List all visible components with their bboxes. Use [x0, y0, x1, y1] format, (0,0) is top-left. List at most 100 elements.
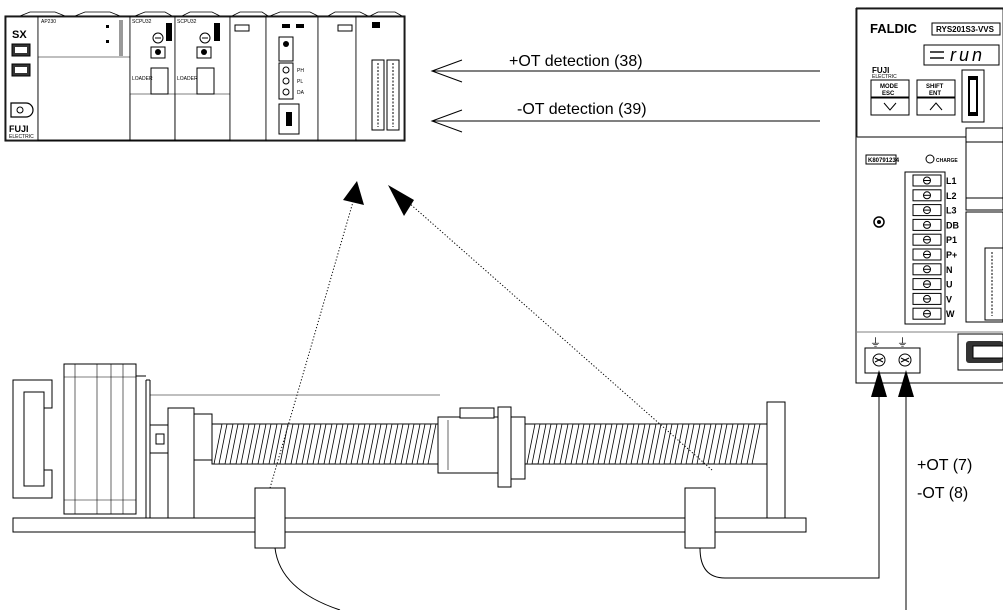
plc-power-model-label: AP230: [41, 19, 56, 25]
plc-blank-module-2: [317, 16, 357, 141]
screw-thread: [625, 423, 640, 465]
plc-power-module: SX FUJI ELECTRIC: [5, 16, 39, 141]
screw-thread: [246, 423, 261, 465]
screw-thread: [735, 423, 750, 465]
terminal-label: L3: [946, 206, 957, 216]
up-button[interactable]: [916, 97, 956, 116]
servo-model-label: RYS201S3-VVS: [936, 25, 995, 34]
terminal-label: P1: [946, 235, 957, 245]
ground-icon: ⏚: [870, 336, 881, 349]
screw-thread: [548, 423, 563, 465]
terminal-l3: L3: [912, 204, 957, 217]
terminal-db: DB: [912, 218, 959, 231]
servo-display-text: run: [950, 45, 985, 65]
ground-icon: ⏚: [897, 336, 908, 349]
terminal-w: W: [912, 307, 955, 320]
screw-thread: [411, 423, 426, 465]
screw-thread: [422, 423, 437, 465]
terminal-pplus: P+: [912, 248, 957, 261]
screw-thread: [345, 423, 360, 465]
terminal-label: W: [946, 309, 955, 319]
arrow-up-icon: [898, 370, 914, 397]
plc-blank-module: [229, 16, 267, 141]
servo-display: [923, 44, 1000, 66]
screw-thread: [279, 423, 294, 465]
screw-thread: [301, 423, 316, 465]
mode-esc-button[interactable]: MODE ESC: [870, 79, 910, 98]
screw-thread: [658, 423, 673, 465]
svg-text:ESC: ESC: [882, 91, 895, 97]
arrow-up-icon: [871, 370, 887, 397]
sensor-wires: +OT (7) -OT (8): [274, 370, 972, 610]
plus-ot-input-label: +OT (7): [917, 457, 972, 474]
screw-thread: [537, 423, 552, 465]
plc-brand-label: SX: [12, 29, 27, 41]
minus-ot-detection-signal: -OT detection (39): [430, 101, 820, 133]
screw-thread: [367, 423, 382, 465]
screw-thread: [526, 423, 541, 465]
plc-connector-module: [355, 16, 405, 141]
servo-charge-label: CHARGE: [936, 158, 958, 164]
minus-ot-limit-sensor: [254, 487, 286, 549]
charge-led-icon: [925, 154, 935, 164]
terminal-l2: L2: [912, 189, 957, 202]
down-button[interactable]: [870, 97, 910, 116]
terminal-label: L1: [946, 176, 957, 186]
linear-stage: [12, 363, 807, 549]
servo-maker-label: FUJI: [872, 66, 889, 75]
servo-motor: [12, 363, 146, 515]
detection-dotted-arrows: [269, 181, 713, 489]
cn-connector: [984, 247, 1003, 321]
plc-cpu2-model-label: SCPU32: [177, 19, 197, 25]
cpu2-loader-label: LOADER: [177, 76, 198, 82]
screw-thread: [378, 423, 393, 465]
bearing-block-right: [766, 401, 786, 519]
terminal-v: V: [912, 292, 952, 305]
plc-io-module: PH PL DA: [265, 16, 319, 141]
terminal-l1: L1: [912, 174, 957, 187]
servo-maker-sub-label: ELECTRIC: [872, 74, 897, 80]
screw-thread: [713, 423, 728, 465]
screw-thread: [592, 423, 607, 465]
svg-text:ENT: ENT: [929, 91, 941, 97]
terminal-label: DB: [946, 220, 959, 230]
terminal-label: N: [946, 265, 953, 275]
io-terminal-icon: [282, 88, 290, 96]
chevron-down-icon: [883, 102, 897, 111]
terminal-label: V: [946, 294, 952, 304]
io-terminal-icon: [282, 66, 290, 74]
terminal-u: U: [912, 278, 953, 291]
screw-thread: [680, 423, 695, 465]
terminal-label: P+: [946, 250, 957, 260]
cpu1-loader-label: LOADER: [132, 76, 153, 82]
servo-amplifier: FALDIC RYS201S3-VVS run FUJI ELECTRIC MO…: [855, 7, 1003, 384]
io-label-da: DA: [297, 90, 305, 96]
screw-thread: [235, 423, 250, 465]
arrow-left-icon: [430, 59, 463, 83]
screw-thread: [559, 423, 574, 465]
shift-ent-button[interactable]: SHIFT ENT: [916, 79, 956, 98]
plus-ot-limit-sensor: [684, 487, 716, 549]
plus-ot-detection-label: +OT detection (38): [509, 53, 643, 70]
screw-thread: [224, 423, 239, 465]
screw-thread: [334, 423, 349, 465]
plc-rack: SX FUJI ELECTRIC AP230 SCPU32: [4, 11, 406, 142]
screw-thread: [356, 423, 371, 465]
svg-text:MODE: MODE: [880, 84, 898, 90]
screw-thread: [290, 423, 305, 465]
io-label-ph: PH: [297, 68, 304, 74]
plc-cpu-module-2: SCPU32 LOADER: [174, 16, 231, 141]
screw-thread: [636, 423, 651, 465]
screw-thread: [614, 423, 629, 465]
screw-thread: [691, 423, 706, 465]
plc-cpu1-model-label: SCPU32: [132, 19, 152, 25]
screw-thread: [389, 423, 404, 465]
io-label-pl: PL: [297, 79, 303, 85]
screw-thread: [400, 423, 415, 465]
screw-thread: [257, 423, 272, 465]
svg-text:SHIFT: SHIFT: [926, 84, 944, 90]
bearing-block-left: [167, 407, 195, 519]
screw-thread: [702, 423, 717, 465]
screw-thread: [746, 423, 761, 465]
